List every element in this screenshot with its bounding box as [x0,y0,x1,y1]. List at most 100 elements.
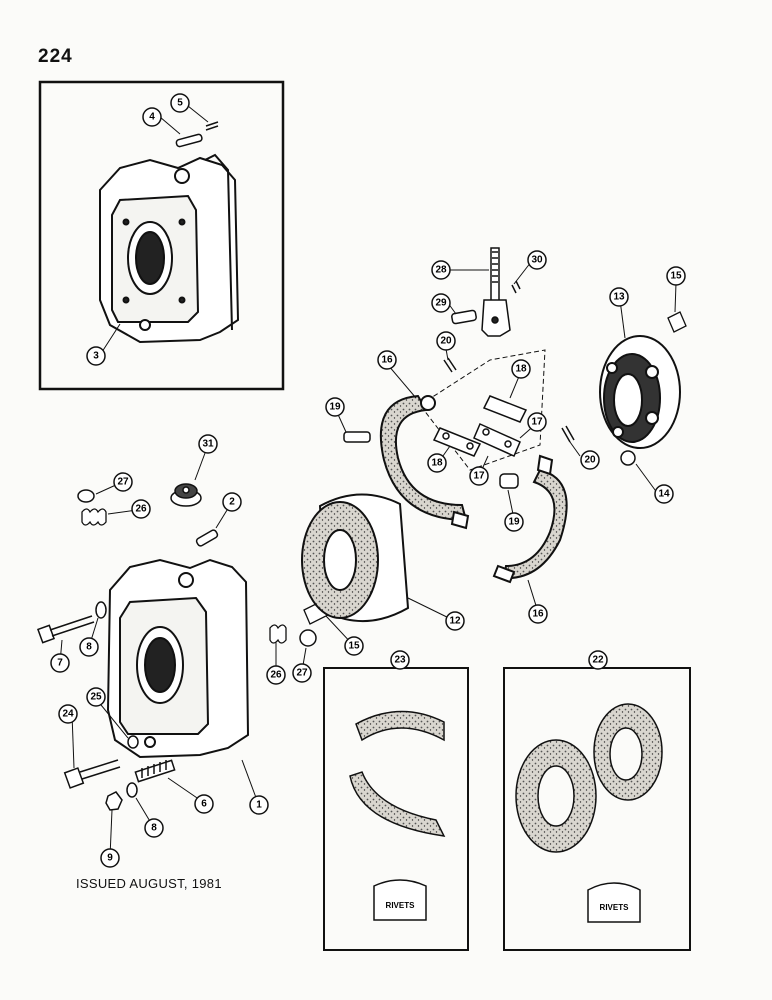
svg-text:8: 8 [151,823,157,834]
spring-15-upper [667,311,687,333]
lining-23-lower [349,771,446,837]
spring-26-upper [81,508,107,526]
issue-date: ISSUED AUGUST, 1981 [76,876,222,891]
pin-19-lower [499,473,519,489]
disc-22-front [515,739,597,853]
stud-6 [134,759,176,783]
callout-5: 5 [170,93,190,113]
rivets-label-23: RIVETS [386,901,416,910]
svg-text:6: 6 [201,799,207,810]
cotter-pin-5 [205,121,219,131]
svg-text:14: 14 [658,489,670,500]
svg-text:25: 25 [90,692,102,703]
callout-16-lower: 16 [528,604,548,624]
callout-20-lower: 20 [580,450,600,470]
svg-text:22: 22 [592,655,604,666]
pin-4 [175,133,203,148]
callout-1: 1 [249,795,269,815]
svg-text:19: 19 [508,517,520,528]
brake-band-16-lower [492,454,568,584]
callout-6: 6 [194,794,214,814]
svg-text:13: 13 [613,292,625,303]
svg-text:17: 17 [473,471,485,482]
rivets-label-22: RIVETS [600,903,630,912]
svg-text:8: 8 [86,642,92,653]
cotter-pin-20-lower [561,425,575,443]
rivets-bag-22 [587,882,641,923]
svg-text:5: 5 [177,98,183,109]
pin-19-upper [343,431,371,443]
lining-23-upper [355,710,445,742]
inset-box-housing [38,80,285,391]
callout-19-lower: 19 [504,512,524,532]
svg-text:30: 30 [531,255,543,266]
callout-28: 28 [431,260,451,280]
svg-text:1: 1 [256,800,262,811]
yoke-28 [481,247,511,337]
callout-19-upper: 19 [325,397,345,417]
callout-12: 12 [445,611,465,631]
svg-text:12: 12 [449,616,461,627]
housing-lower [106,558,250,759]
svg-text:20: 20 [440,336,452,347]
rivets-bag-23 [373,879,427,921]
svg-text:17: 17 [531,417,543,428]
callout-27-lower: 27 [292,663,312,683]
disc-22-rear [593,703,663,801]
callout-24: 24 [58,704,78,724]
pin-2 [195,529,219,547]
svg-text:3: 3 [93,351,99,362]
callout-29: 29 [431,293,451,313]
washer-25 [127,735,139,749]
bolt-24 [63,759,121,789]
ball-14 [620,450,636,466]
cotter-pin-20-upper [443,357,457,373]
svg-text:4: 4 [149,112,155,123]
washer-8-lower [126,782,138,798]
svg-text:27: 27 [117,477,129,488]
callout-17-upper: 17 [527,412,547,432]
nut-9 [105,791,123,811]
callout-14: 14 [654,484,674,504]
svg-text:15: 15 [670,271,682,282]
svg-text:16: 16 [532,609,544,620]
callout-23: 23 [390,650,410,670]
svg-text:15: 15 [348,641,360,652]
callout-13: 13 [609,287,629,307]
callout-9: 9 [100,848,120,868]
svg-text:29: 29 [435,298,447,309]
link-18-upper [482,395,528,423]
svg-text:24: 24 [62,709,74,720]
svg-text:19: 19 [329,402,341,413]
svg-text:20: 20 [584,455,596,466]
washer-8-upper [95,601,107,619]
callout-8-upper: 8 [79,637,99,657]
callout-30: 30 [527,250,547,270]
callout-3: 3 [86,346,106,366]
callout-2: 2 [222,492,242,512]
callout-26-upper: 26 [131,499,151,519]
svg-text:31: 31 [202,439,214,450]
svg-text:28: 28 [435,265,447,276]
cotter-pin-30 [511,280,521,294]
svg-text:18: 18 [515,364,527,375]
page-number: 224 [38,46,73,67]
brake-drum-12 [301,493,410,622]
callout-16-upper: 16 [377,350,397,370]
callout-31: 31 [198,434,218,454]
callout-4: 4 [142,107,162,127]
linkage-guide [419,349,546,471]
callout-17-lower: 17 [469,466,489,486]
pin-29 [451,309,477,325]
spring-26-lower [269,624,287,644]
callout-27-upper: 27 [113,472,133,492]
callout-15-upper: 15 [666,266,686,286]
callout-7: 7 [50,653,70,673]
callout-18-lower: 18 [427,453,447,473]
callout-18-upper: 18 [511,359,531,379]
callout-25: 25 [86,687,106,707]
brake-band-16-upper [379,394,470,530]
callout-8-lower: 8 [144,818,164,838]
svg-text:16: 16 [381,355,393,366]
svg-text:9: 9 [107,853,113,864]
